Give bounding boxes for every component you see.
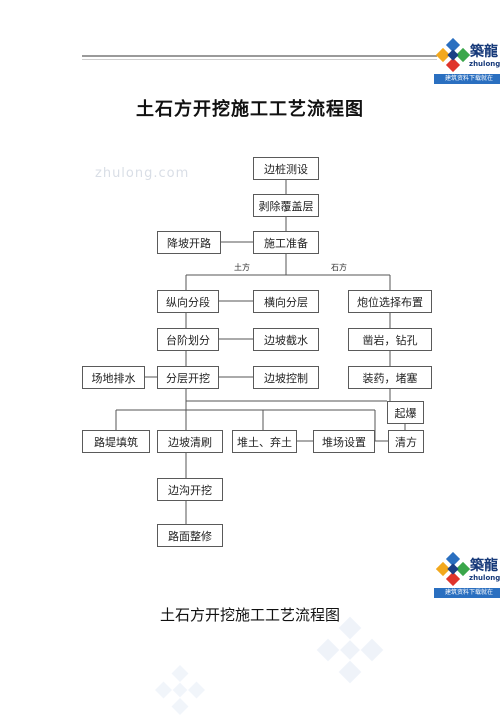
node-qingfang: 清方 — [388, 430, 424, 453]
logo-brand: 築龍 — [470, 44, 498, 60]
node-taijie: 台阶划分 — [157, 328, 219, 351]
logo-domain: zhulong — [469, 60, 500, 68]
node-paowei: 炮位选择布置 — [348, 290, 432, 313]
node-paishui: 场地排水 — [82, 366, 145, 389]
node-biangou: 边沟开挖 — [157, 478, 223, 501]
flower-icon — [436, 552, 470, 586]
header-rule-thin — [82, 59, 437, 60]
logo-tagline: 建筑资料下载就在 — [434, 588, 500, 598]
node-jieshui: 边坡截水 — [253, 328, 319, 351]
node-luti: 路堤填筑 — [82, 430, 150, 453]
node-duichang: 堆场设置 — [313, 430, 375, 453]
branch-label-stone: 石方 — [331, 263, 347, 272]
node-lumian: 路面整修 — [157, 524, 223, 547]
logo-brand: 築龍 — [470, 558, 498, 574]
node-kongzhi: 边坡控制 — [253, 366, 319, 389]
node-zuankong: 凿岩，钻孔 — [348, 328, 432, 351]
node-jiangpo: 降坡开路 — [157, 231, 221, 254]
branch-label-earth: 土方 — [234, 263, 250, 272]
watermark-flower-icon — [155, 665, 205, 715]
node-qingshua: 边坡清刷 — [157, 430, 223, 453]
node-hengxiang: 横向分层 — [253, 290, 319, 313]
node-zhuangyao: 装药，堵塞 — [348, 366, 432, 389]
watermark-text: zhulong.com — [95, 166, 190, 181]
flower-icon — [436, 38, 470, 72]
zhulong-logo-bottom: 築龍 zhulong 建筑资料下载就在 — [434, 552, 500, 602]
node-fenceng: 分层开挖 — [157, 366, 219, 389]
logo-domain: zhulong — [469, 574, 500, 582]
node-zongxiang: 纵向分段 — [157, 290, 219, 313]
page-title: 土石方开挖施工工艺流程图 — [136, 99, 364, 120]
header-rule — [82, 55, 437, 57]
node-duitu: 堆土、弃土 — [232, 430, 297, 453]
node-qibao: 起爆 — [387, 401, 424, 424]
logo-tagline: 建筑资料下载就在 — [434, 74, 500, 84]
node-biangzhuang: 边桩测设 — [253, 157, 319, 180]
diagram-caption: 土石方开挖施工工艺流程图 — [159, 606, 340, 624]
node-boke: 剥除覆盖层 — [253, 194, 319, 217]
zhulong-logo-top: 築龍 zhulong 建筑资料下载就在 — [434, 38, 500, 88]
watermark-flower-icon — [316, 616, 384, 684]
node-zhunbei: 施工准备 — [253, 231, 319, 254]
